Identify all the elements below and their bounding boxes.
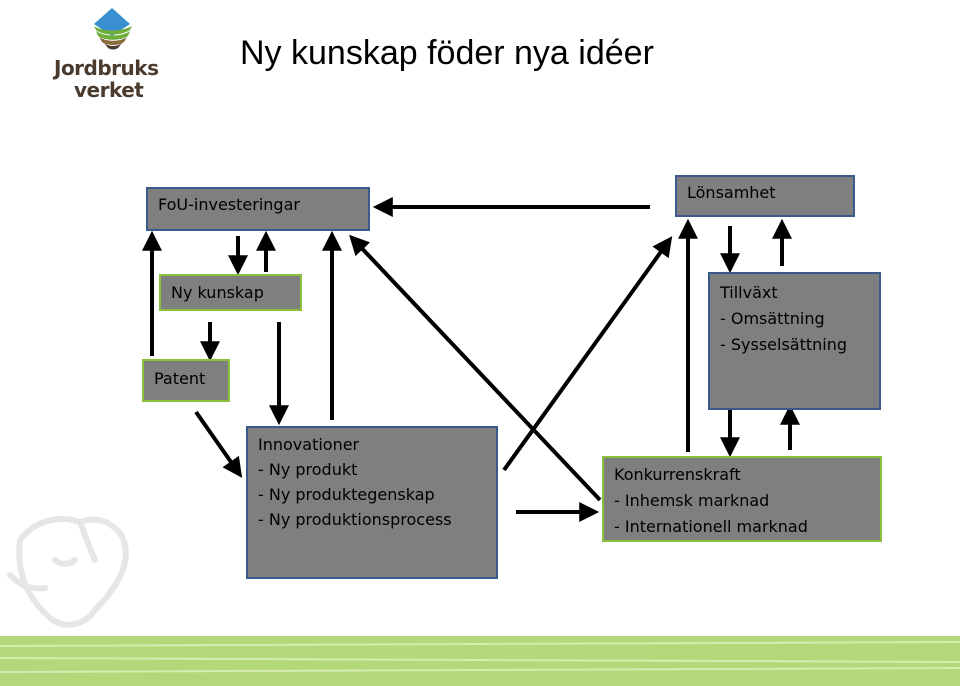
node-innovationer-title: Innovationer [258,435,360,454]
node-konkurrens-title: Konkurrenskraft [614,465,741,484]
node-lonsamhet-label: Lönsamhet [687,183,776,202]
node-fou-investeringar: FoU-investeringar [146,187,370,231]
arrow-innovationer-to-lonsamhet [502,236,673,472]
node-lonsamhet: Lönsamhet [675,175,855,217]
page-title: Ny kunskap föder nya idéer [240,34,654,72]
node-konkurrenskraft: Konkurrenskraft - Inhemsk marknad - Inte… [602,456,882,542]
logo-text-line1: Jordbruks [54,56,159,80]
node-innovationer: Innovationer - Ny produkt - Ny produkteg… [246,426,498,579]
node-tillvaxt-item: - Sysselsättning [720,335,848,354]
node-fou-label: FoU-investeringar [158,195,300,214]
node-innovationer-item: - Ny produktionsprocess [258,510,452,529]
logo-text-line2: verket [74,78,144,102]
node-innovationer-item: - Ny produktegenskap [258,485,435,504]
node-tillvaxt: Tillväxt - Omsättning - Sysselsättning [708,272,881,410]
node-patent: Patent [142,359,230,402]
node-tillvaxt-item: - Omsättning [720,309,825,328]
cow-watermark-icon [7,516,129,628]
arrow-patent-to-innovationer [194,410,243,478]
jordbruksverket-logo: Jordbruks verket [50,6,175,102]
node-ny-kunskap: Ny kunskap [159,274,302,311]
logo-mark-icon [94,8,132,50]
node-konkurrens-item: - Inhemsk marknad [614,491,770,510]
node-nykunskap-label: Ny kunskap [171,283,264,302]
arrow-konkurrens-to-fou [349,234,602,502]
node-innovationer-item: - Ny produkt [258,460,358,479]
node-tillvaxt-title: Tillväxt [720,283,778,302]
footer-grass-band [0,636,960,686]
node-konkurrens-item: - Internationell marknad [614,517,808,536]
node-patent-label: Patent [154,369,206,388]
